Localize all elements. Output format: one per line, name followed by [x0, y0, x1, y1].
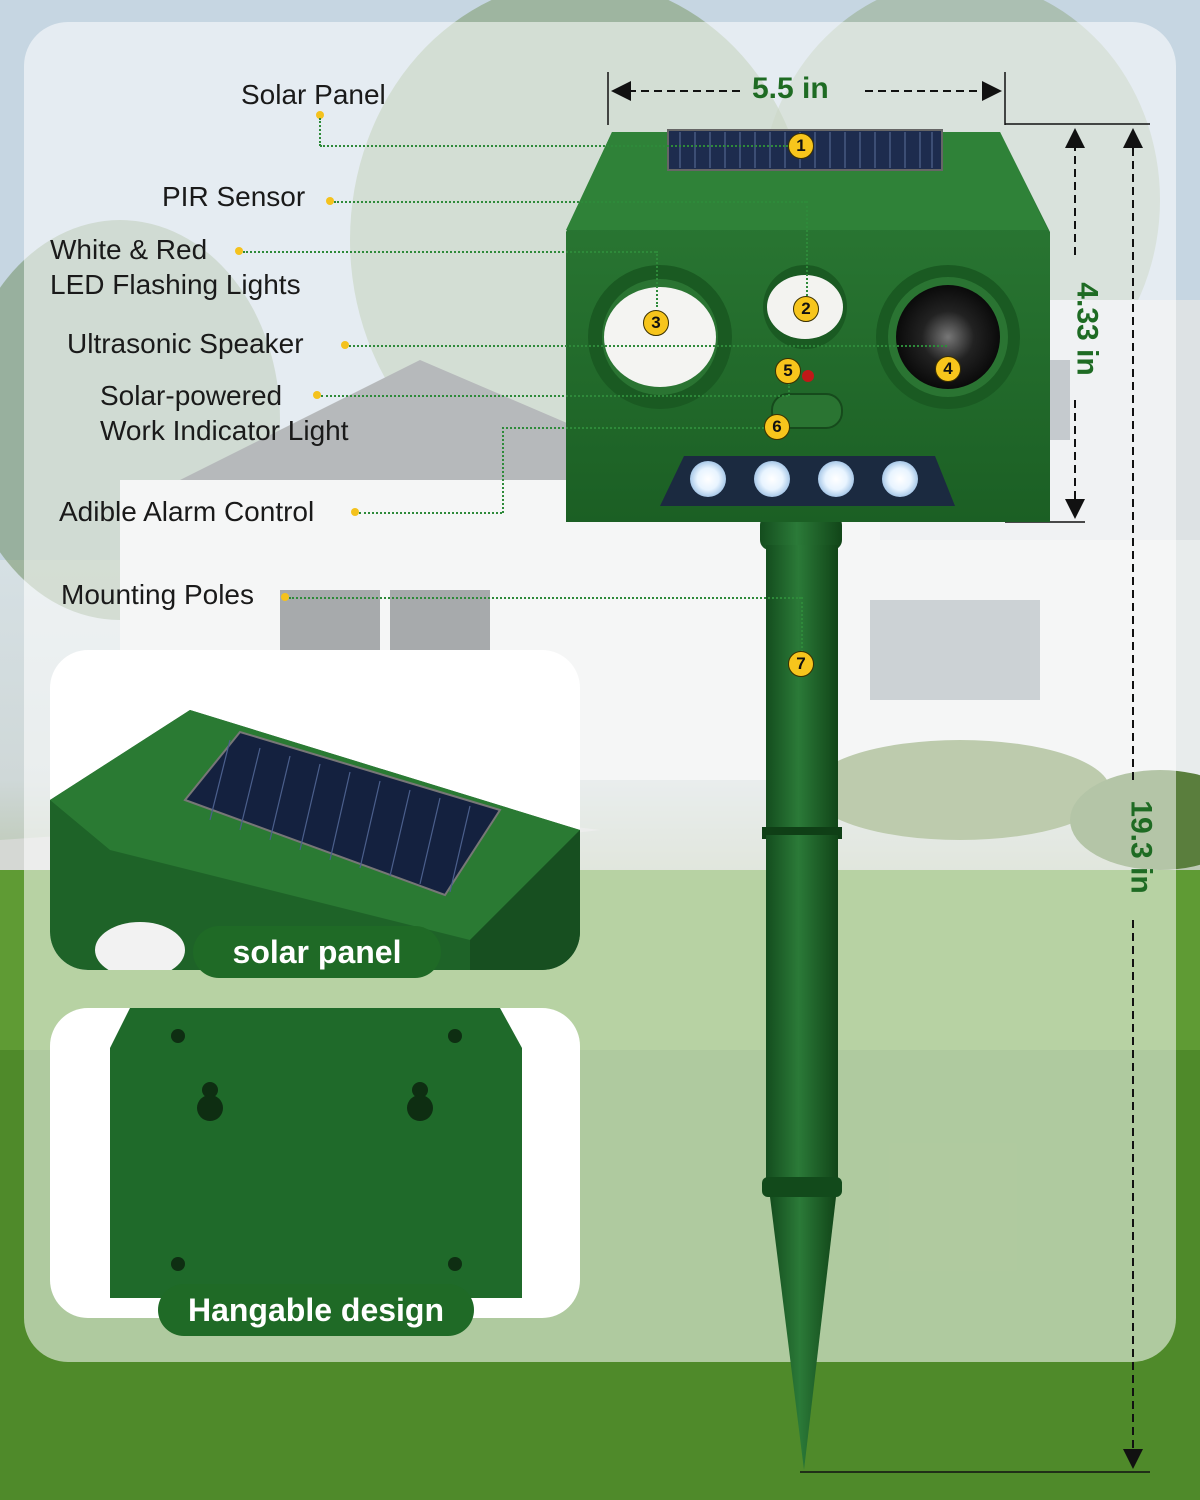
leader-2b: [806, 201, 808, 296]
callout-dot-3: [235, 247, 243, 255]
leader-6c: [502, 427, 764, 429]
badge-3: 3: [643, 310, 669, 336]
hangable-design-caption: Hangable design: [158, 1284, 474, 1336]
width-dimension: 5.5 in: [752, 72, 829, 105]
device-backside: [110, 1008, 522, 1298]
callout-dot-2: [326, 197, 334, 205]
badge-2: 2: [793, 296, 819, 322]
leader-6a: [359, 512, 502, 514]
total-height-dimension: 19.3 in: [1124, 800, 1158, 894]
label-solar-panel: Solar Panel: [241, 79, 386, 110]
leader-2a: [334, 201, 806, 203]
repeller-device: [566, 129, 1050, 522]
label-led-line2: LED Flashing Lights: [50, 269, 301, 300]
callout-dot-7: [281, 593, 289, 601]
leader-5b: [788, 383, 790, 396]
mounting-pole-illustration: [760, 515, 842, 1470]
badge-7: 7: [788, 651, 814, 677]
callout-dot-6: [351, 508, 359, 516]
label-indicator-line2: Work Indicator Light: [100, 415, 349, 446]
leader-4: [349, 345, 947, 347]
callout-dot-4: [341, 341, 349, 349]
badge-5: 5: [775, 358, 801, 384]
badge-6: 6: [764, 414, 790, 440]
leader-6b: [502, 427, 504, 513]
label-indicator-line1: Solar-powered: [100, 380, 283, 411]
leader-5a: [321, 395, 788, 397]
badge-1: 1: [788, 133, 814, 159]
label-ultrasonic-speaker: Ultrasonic Speaker: [67, 328, 304, 359]
hangable-design-inset: [50, 1008, 580, 1318]
leader-1a: [319, 118, 321, 146]
leader-3a: [243, 251, 656, 253]
label-pir-sensor: PIR Sensor: [162, 181, 306, 212]
solar-panel-inset: [50, 650, 580, 970]
label-led-line1: White & Red: [50, 234, 208, 265]
label-mounting-poles: Mounting Poles: [61, 579, 255, 610]
leader-7a: [289, 597, 801, 599]
leader-7b: [801, 597, 803, 652]
leader-1b: [320, 145, 788, 147]
device-height-dimension: 4.33 in: [1070, 282, 1104, 376]
callout-dot-1: [316, 111, 324, 119]
leader-3b: [656, 251, 658, 307]
callout-dot-5: [313, 391, 321, 399]
badge-4: 4: [935, 356, 961, 382]
label-alarm-control: Adible Alarm Control: [59, 496, 315, 527]
solar-panel-closeup: [50, 710, 580, 970]
solar-panel-caption: solar panel: [193, 926, 441, 978]
